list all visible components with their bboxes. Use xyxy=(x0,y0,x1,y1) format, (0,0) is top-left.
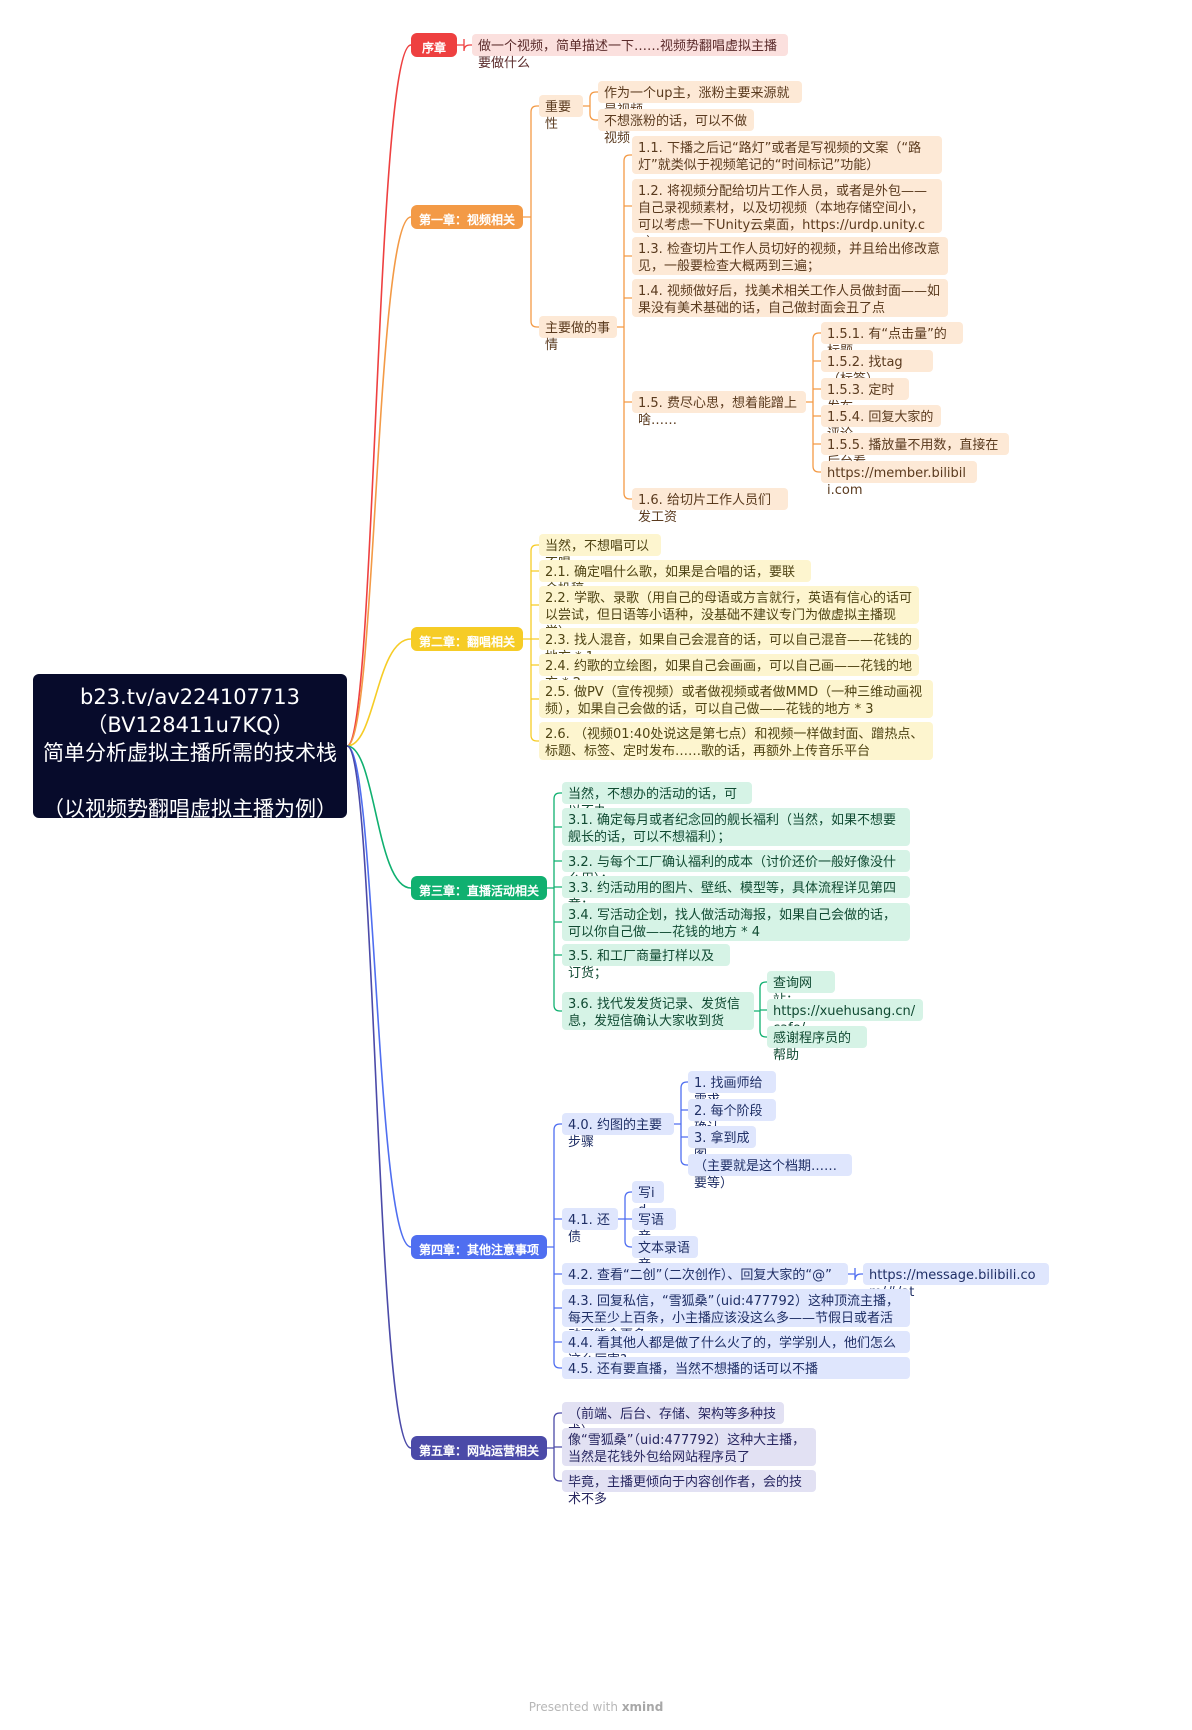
ch2-item-2-4[interactable]: 2.4. 约歌的立绘图，如果自己会画画，可以自己画——花钱的地方 * 2 xyxy=(539,654,919,691)
chapter-4-other-notes[interactable]: 第四章：其他注意事项 xyxy=(411,1235,547,1259)
ch4-step-note[interactable]: （主要就是这个档期……要等） xyxy=(688,1154,852,1191)
connector-bracket xyxy=(618,1191,632,1248)
connector-bracket xyxy=(457,39,472,52)
connector-bracket xyxy=(806,332,821,473)
connector xyxy=(346,638,412,747)
ch1-task-1-1[interactable]: 1.1. 下播之后记“路灯”或者是写视频的文案（“路灯”就类似于视频笔记的“时间… xyxy=(632,136,942,174)
ch1-importance-item-1[interactable]: 作为一个up主，涨粉主要来源就是视频 xyxy=(598,81,802,118)
chapter-5-website[interactable]: 第五章：网站运营相关 xyxy=(411,1436,547,1460)
chapter-1-video[interactable]: 第一章：视频相关 xyxy=(411,205,523,229)
ch5-item-3[interactable]: 毕竟，主播更倾向于内容创作者，会的技术不多 xyxy=(562,1470,816,1507)
root-line-5: （以视频势翻唱虚拟主播为例） xyxy=(43,797,337,821)
ch4-step-1[interactable]: 1. 找画师给需求 xyxy=(688,1071,776,1108)
footer-prefix: Presented with xyxy=(528,1700,618,1714)
ch2-item-2-2[interactable]: 2.2. 学歌、录歌（用自己的母语或方言就行，英语有信心的话可以尝试，但日语等小… xyxy=(539,586,919,640)
ch3-item-3-4[interactable]: 3.4. 写活动企划，找人做活动海报，如果自己会做的话，可以你自己做——花钱的地… xyxy=(562,903,910,941)
ch4-step-3[interactable]: 3. 拿到成图 xyxy=(688,1126,756,1163)
root-line-2: （BV128411u7KQ） xyxy=(86,713,294,737)
ch1-importance[interactable]: 重要性 xyxy=(539,95,583,132)
connector-bracket xyxy=(547,1412,562,1482)
ch1-task-1-5-4[interactable]: 1.5.4. 回复大家的评论 xyxy=(821,405,941,442)
ch2-item-2-6[interactable]: 2.6. （视频01:40处说这是第七点）和视频一样做封面、蹭热点、标题、标签、… xyxy=(539,722,933,760)
connector-bracket xyxy=(583,91,598,121)
ch4-item-4-0[interactable]: 4.0. 约图的主要步骤 xyxy=(562,1113,674,1150)
ch4-message-link[interactable]: https://message.bilibili.com/#/at xyxy=(863,1263,1049,1300)
ch2-item-2-5[interactable]: 2.5. 做PV（宣传视频）或者做视频或者做MMD（一种三维动画视频），如果自己… xyxy=(539,680,933,718)
ch5-item-2[interactable]: 像“雪狐桑”（uid:477792）这种大主播，当然是花钱外包给网站程序员了 xyxy=(562,1428,816,1466)
connector-bracket xyxy=(674,1081,688,1166)
ch3-item-3-2[interactable]: 3.2. 与每个工厂确认福利的成本（讨价还价一般好像没什么用）； xyxy=(562,850,910,887)
ch2-item-0[interactable]: 当然，不想唱可以不唱 xyxy=(539,534,661,571)
ch1-task-1-5-2[interactable]: 1.5.2. 找tag（标签） xyxy=(821,350,933,387)
ch1-member-link[interactable]: https://member.bilibili.com xyxy=(821,461,977,498)
ch1-main-tasks[interactable]: 主要做的事情 xyxy=(539,316,617,353)
ch5-item-1[interactable]: （前端、后台、存储、架构等多种技术） xyxy=(562,1402,784,1439)
ch3-query-site-label[interactable]: 查询网站： xyxy=(767,971,835,1008)
ch3-item-3-5[interactable]: 3.5. 和工厂商量打样以及订货； xyxy=(562,944,730,981)
connector-bracket xyxy=(754,981,767,1038)
ch1-task-1-5-5[interactable]: 1.5.5. 播放量不用数，直接在后台看 xyxy=(821,433,1009,470)
prologue-item[interactable]: 做一个视频，简单描述一下……视频势翻唱虚拟主播要做什么 xyxy=(472,34,788,71)
ch3-item-3-1[interactable]: 3.1. 确定每月或者纪念回的舰长福利（当然，如果不想要舰长的话，可以不想福利）… xyxy=(562,808,910,846)
connector xyxy=(346,216,412,747)
connector-bracket xyxy=(547,792,562,1012)
ch1-task-1-4[interactable]: 1.4. 视频做好后，找美术相关工作人员做封面——如果没有美术基础的话，自己做封… xyxy=(632,279,948,317)
ch3-item-0[interactable]: 当然，不想办的活动的话，可以不办 xyxy=(562,782,752,819)
ch1-task-1-2[interactable]: 1.2. 将视频分配给切片工作人员，或者是外包——自己录视频素材，以及切视频（本… xyxy=(632,179,942,250)
ch4-debt-text-voice[interactable]: 文本录语音 xyxy=(632,1236,698,1273)
chapter-2-cover-singing[interactable]: 第二章：翻唱相关 xyxy=(411,627,523,651)
ch1-task-1-3[interactable]: 1.3. 检查切片工作人员切好的视频，并且给出修改意见，一般要检查大概两到三遍； xyxy=(632,237,948,275)
ch1-importance-item-2[interactable]: 不想涨粉的话，可以不做视频 xyxy=(598,109,754,146)
chapter-3-live-events[interactable]: 第三章：直播活动相关 xyxy=(411,876,547,900)
ch4-item-4-5[interactable]: 4.5. 还有要直播，当然不想播的话可以不播 xyxy=(562,1357,910,1379)
ch2-item-2-1[interactable]: 2.1. 确定唱什么歌，如果是合唱的话，要联合投稿 xyxy=(539,560,811,597)
ch4-debt-id[interactable]: 写id xyxy=(632,1181,664,1218)
root-topic[interactable]: b23.tv/av224107713 （BV128411u7KQ） 简单分析虚拟… xyxy=(33,674,347,821)
root-line-1: b23.tv/av224107713 xyxy=(79,685,300,709)
connector-bracket xyxy=(547,1123,562,1369)
connector-bracket xyxy=(617,154,632,500)
ch1-task-1-6[interactable]: 1.6. 给切片工作人员们发工资 xyxy=(632,488,788,525)
connector xyxy=(346,745,412,1248)
connector-bracket xyxy=(523,544,539,742)
footer-credit: Presented with xmind xyxy=(0,1700,1192,1714)
ch1-task-1-5-3[interactable]: 1.5.3. 定时发布 xyxy=(821,378,909,415)
connector-bracket xyxy=(848,1268,863,1281)
ch3-query-site-link[interactable]: https://xuehusang.cn/cafe/ xyxy=(767,999,923,1036)
ch4-debt-voice[interactable]: 写语音 xyxy=(632,1208,676,1245)
ch4-item-4-4[interactable]: 4.4. 看其他人都是做了什么火了的，学学别人，他们怎么这么厉害? xyxy=(562,1331,910,1368)
chapter-prologue[interactable]: 序章 xyxy=(411,33,457,57)
connector xyxy=(346,745,412,1449)
connector xyxy=(346,745,412,889)
ch3-thanks-programmer[interactable]: 感谢程序员的帮助 xyxy=(767,1026,867,1063)
connector-bracket xyxy=(523,105,539,328)
root-line-3: 简单分析虚拟主播所需的技术栈 xyxy=(43,741,337,765)
footer-brand: xmind xyxy=(621,1700,664,1714)
ch3-item-3-6[interactable]: 3.6. 找代发发货记录、发货信息，发短信确认大家收到货 xyxy=(562,992,754,1030)
ch4-item-4-3[interactable]: 4.3. 回复私信，“雪狐桑”（uid:477792）这种顶流主播，每天至少上百… xyxy=(562,1289,910,1343)
ch1-task-1-5-1[interactable]: 1.5.1. 有“点击量”的标题 xyxy=(821,322,963,359)
ch1-task-1-5[interactable]: 1.5. 费尽心思，想着能蹭上啥…… xyxy=(632,391,806,428)
ch4-item-4-1[interactable]: 4.1. 还债 xyxy=(562,1208,618,1245)
ch3-item-3-3[interactable]: 3.3. 约活动用的图片、壁纸、模型等，具体流程详见第四章； xyxy=(562,876,910,913)
ch4-item-4-2[interactable]: 4.2. 查看“二创”（二次创作）、回复大家的“@” xyxy=(562,1263,848,1285)
connector xyxy=(346,44,412,747)
root-line-4 xyxy=(43,767,337,795)
ch4-step-2[interactable]: 2. 每个阶段确认 xyxy=(688,1099,776,1136)
ch2-item-2-3[interactable]: 2.3. 找人混音，如果自己会混音的话，可以自己混音——花钱的地方 * 1 xyxy=(539,628,919,665)
